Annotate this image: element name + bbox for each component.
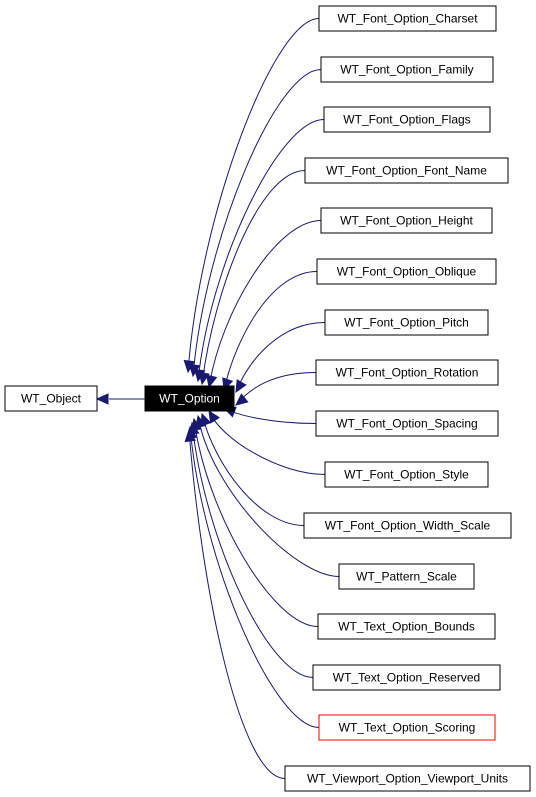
node-wt-font-option-charset[interactable]: WT_Font_Option_Charset (318, 5, 497, 32)
node-label: WT_Object (21, 392, 82, 406)
arrowhead-wt-object (95, 393, 109, 405)
edge-wt-text-option-bounds (193, 418, 319, 627)
node-wt-font-option-style[interactable]: WT_Font_Option_Style (324, 461, 489, 488)
arrowhead-wt-font-option-rotation (235, 393, 249, 406)
edge-wt-font-option-style (208, 410, 326, 475)
edge-wt-text-option-reserved (191, 422, 314, 678)
edge-wt-font-option-rotation (235, 372, 317, 406)
node-wt-font-option-height[interactable]: WT_Font_Option_Height (320, 207, 493, 234)
node-label: WT_Font_Option_Style (344, 468, 469, 482)
inheritance-edges (95, 18, 340, 779)
edge-wt-font-option-flags (197, 119, 325, 382)
node-label: WT_Font_Option_Flags (343, 113, 470, 127)
node-label: WT_Font_Option_Charset (337, 12, 478, 26)
node-wt-object[interactable]: WT_Object (4, 385, 98, 412)
node-label: WT_Viewport_Option_Viewport_Units (307, 772, 508, 786)
node-wt-font-option-pitch[interactable]: WT_Font_Option_Pitch (324, 309, 489, 336)
node-wt-viewport-option-viewport-units[interactable]: WT_Viewport_Option_Viewport_Units (284, 765, 531, 792)
node-wt-option[interactable]: WT_Option (144, 385, 235, 412)
arrowhead-wt-font-option-pitch (235, 379, 247, 394)
node-label: WT_Font_Option_Font_Name (326, 164, 487, 178)
node-label: WT_Font_Option_Height (340, 214, 473, 228)
node-wt-font-option-width-scale[interactable]: WT_Font_Option_Width_Scale (303, 512, 512, 539)
node-label: WT_Font_Option_Width_Scale (325, 519, 491, 533)
edge-wt-viewport-option-viewport-units (188, 429, 286, 779)
edge-wt-font-option-spacing (223, 407, 317, 424)
node-label: WT_Text_Option_Bounds (338, 620, 475, 634)
node-wt-font-option-flags[interactable]: WT_Font_Option_Flags (323, 106, 491, 133)
arrowhead-wt-font-option-style (208, 409, 221, 424)
node-label: WT_Font_Option_Family (340, 63, 473, 77)
node-wt-text-option-bounds[interactable]: WT_Text_Option_Bounds (317, 613, 496, 640)
node-label: WT_Font_Option_Spacing (336, 417, 477, 431)
edge-wt-text-option-scoring (189, 426, 320, 728)
edge-wt-font-option-font-name (201, 170, 306, 385)
arrowhead-wt-font-option-height (206, 374, 218, 389)
edge-wt-font-option-width-scale (201, 413, 305, 526)
edge-wt-font-option-pitch (235, 322, 326, 393)
edge-wt-font-option-charset (187, 18, 320, 373)
node-label: WT_Text_Option_Reserved (333, 671, 480, 685)
node-label: WT_Font_Option_Rotation (336, 366, 479, 380)
node-label: WT_Pattern_Scale (356, 570, 457, 584)
derived-class-nodes: WT_Font_Option_CharsetWT_Font_Option_Fam… (284, 5, 531, 792)
edge-wt-pattern-scale (197, 415, 340, 577)
node-wt-font-option-spacing[interactable]: WT_Font_Option_Spacing (315, 410, 499, 437)
node-wt-font-option-oblique[interactable]: WT_Font_Option_Oblique (316, 258, 497, 285)
node-wt-text-option-reserved[interactable]: WT_Text_Option_Reserved (312, 664, 501, 691)
arrowhead-wt-viewport-option-viewport-units (184, 428, 197, 443)
node-wt-font-option-rotation[interactable]: WT_Font_Option_Rotation (315, 359, 499, 386)
node-label: WT_Font_Option_Pitch (344, 316, 469, 330)
node-wt-font-option-family[interactable]: WT_Font_Option_Family (320, 56, 494, 83)
node-wt-pattern-scale[interactable]: WT_Pattern_Scale (338, 563, 475, 590)
edge-wt-font-option-height (208, 220, 322, 388)
edge-wt-font-option-oblique (223, 271, 318, 391)
node-wt-font-option-font-name[interactable]: WT_Font_Option_Font_Name (304, 157, 509, 184)
node-label: WT_Text_Option_Scoring (339, 721, 476, 735)
node-wt-text-option-scoring[interactable]: WT_Text_Option_Scoring (318, 714, 496, 741)
edge-wt-font-option-family (192, 69, 322, 377)
node-label: WT_Option (159, 392, 220, 406)
node-label: WT_Font_Option_Oblique (337, 265, 477, 279)
